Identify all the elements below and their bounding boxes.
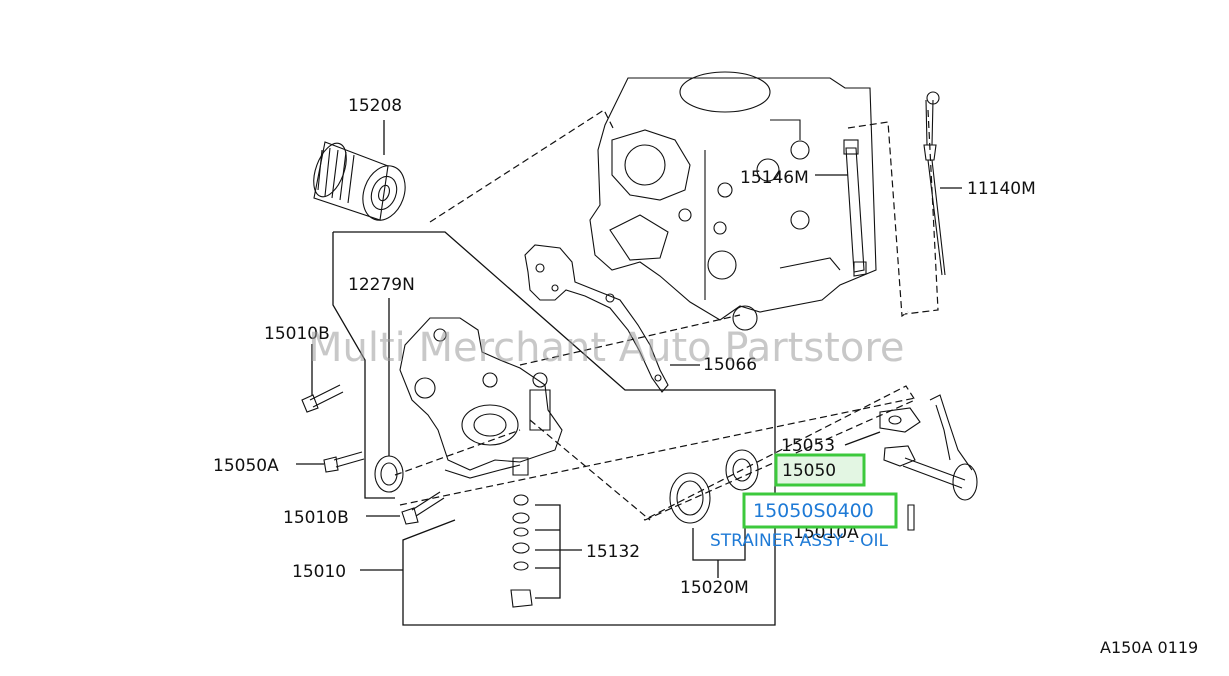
oil-pump-15010 (399, 317, 563, 479)
figure-code: A150A 0119 (1100, 638, 1198, 657)
gasket-15066 (524, 244, 669, 393)
relief-valve-15132 (510, 457, 582, 608)
dipstick-11140m (923, 91, 962, 276)
highlight-15050[interactable]: 15050 (774, 453, 866, 487)
oil-filter-15208 (313, 120, 406, 221)
bolt-15010b-top (301, 344, 344, 413)
label-15132: 15132 (586, 542, 640, 562)
engine-block (589, 71, 877, 331)
oil-seal-12279n (374, 298, 404, 493)
label-12279n: 12279N (348, 275, 415, 295)
strainer-annotation: STRAINER ASSY - OIL (710, 531, 889, 551)
highlight-15050s0400[interactable]: 15050S0400 (742, 492, 898, 529)
label-15010b-top: 15010B (264, 324, 330, 344)
label-15050: 15050 (782, 461, 836, 481)
label-15050s0400: 15050S0400 (753, 500, 874, 522)
watermark-text: Multi Merchant Auto Partstore (308, 325, 905, 371)
label-15053: 15053 (781, 436, 835, 456)
label-15208: 15208 (348, 96, 402, 116)
dipstick-tube-15146m (815, 139, 867, 277)
label-15066: 15066 (703, 355, 757, 375)
label-15146m: 15146M (740, 168, 809, 188)
label-11140m: 11140M (967, 179, 1036, 199)
part-labels: 15208 15146M 11140M 12279N 15010B 15066 … (213, 96, 1036, 598)
label-15050a: 15050A (213, 456, 279, 476)
bolt-15050a (296, 451, 365, 473)
rotor-set-15020m (669, 449, 759, 578)
label-15020m: 15020M (680, 578, 749, 598)
bolt-15010b-bottom (366, 491, 445, 525)
label-15010b-bottom: 15010B (283, 508, 349, 528)
strainer-assembly (844, 394, 978, 531)
label-15010: 15010 (292, 562, 346, 582)
